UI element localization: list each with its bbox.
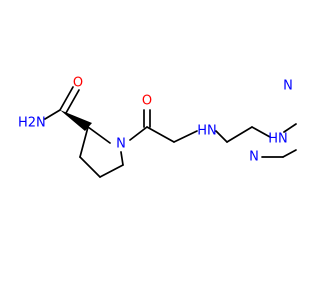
bond-amide-c-o-b [65,89,80,114]
bond-acyl-c-ch2 [146,126,175,143]
amine-nh-label-2: HN [268,132,288,147]
stereo-wedge-bond [60,110,92,131]
bond-amide-n-c [44,109,61,120]
carbonyl-oxygen-label: O [142,94,152,109]
bond-pyridine-c6-c5 [282,149,297,158]
bond-nh-pyridine-c2 [283,123,297,133]
bond-nh-ch2a [215,130,228,143]
amine-nh-label: HN [197,124,217,139]
bond-ring-n-c2 [87,126,111,144]
nitrile-nitrogen-label: N [283,79,293,94]
ring-nitrogen-label: N [116,137,126,152]
molecule-structure-diagram: H2N O N O HN HN N N [18,76,297,178]
bond-ring-c2-c3 [79,126,89,158]
bond-ring-c5-n [120,151,124,166]
bond-amide-c-o-a [59,86,74,111]
pyridine-nitrogen-label: N [249,150,259,165]
bond-ring-n-acyl-c [129,126,148,141]
bond-ch2a-ch2b [226,126,253,143]
bond-ring-c4-c5 [99,164,124,178]
bond-ring-c3-c4 [79,156,101,178]
amide-oxygen-label: O [73,76,83,91]
bond-ch2b-nh [251,126,271,138]
bond-ch2-nh [173,130,198,143]
amide-nh2-label: H2N [18,116,46,131]
